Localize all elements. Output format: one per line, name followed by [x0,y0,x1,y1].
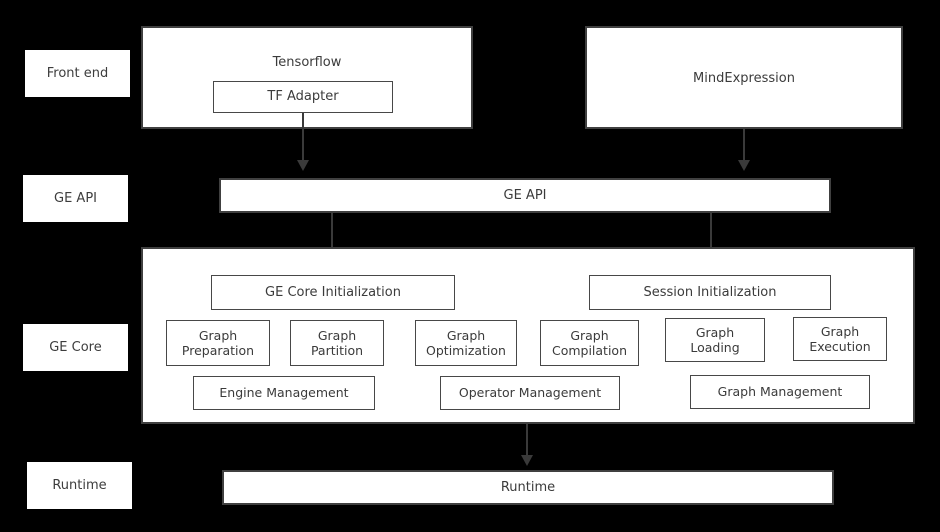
graph-compilation-label: Graph Compilation [551,327,628,358]
connector-tf-adapter-to-ge-api-head [297,160,309,171]
operator-management-box[interactable]: Operator Management [440,376,620,410]
graph-partition-label: Graph Partition [310,327,364,358]
runtime-bar[interactable]: Runtime [222,470,834,505]
graph-loading-label: Graph Loading [690,324,740,355]
tensorflow-title: Tensorflow [272,55,342,70]
stage-label-ge-api-text: GE API [54,190,97,206]
graph-management-label: Graph Management [717,384,843,400]
graph-management-box[interactable]: Graph Management [690,375,870,409]
graph-compilation-box[interactable]: Graph Compilation [540,320,639,366]
graph-optimization-label: Graph Optimization [426,327,506,358]
ge-api-bar-label: GE API [503,187,547,203]
ge-core-initialization-label: GE Core Initialization [265,284,401,300]
stage-label-front-end: Front end [25,50,130,97]
connector-mindexpression-to-ge-api-head [738,160,750,171]
stage-label-ge-api: GE API [23,175,128,222]
engine-management-label: Engine Management [219,385,349,401]
connector-tf-adapter-to-ge-api-line [302,113,304,162]
stage-label-ge-core-text: GE Core [49,339,102,355]
graph-optimization-box[interactable]: Graph Optimization [415,320,517,366]
stage-label-runtime-text: Runtime [52,477,107,493]
stage-label-runtime: Runtime [27,462,132,509]
tf-adapter-label: TF Adapter [267,89,339,105]
graph-preparation-box[interactable]: Graph Preparation [166,320,270,366]
graph-partition-box[interactable]: Graph Partition [290,320,384,366]
stage-label-front-end-text: Front end [46,65,109,81]
graph-execution-label: Graph Execution [809,323,871,354]
tensorflow-container [141,26,473,129]
ge-api-bar[interactable]: GE API [219,178,831,213]
connector-ge-core-to-runtime-head [521,455,533,466]
connector-mindexpression-to-ge-api-line [743,129,745,162]
tf-adapter-box[interactable]: TF Adapter [213,81,393,113]
graph-loading-box[interactable]: Graph Loading [665,318,765,362]
connector-ge-api-to-ge-core-init-line [331,213,333,265]
graph-execution-box[interactable]: Graph Execution [793,317,887,361]
engine-management-box[interactable]: Engine Management [193,376,375,410]
mindexpression-title: MindExpression [693,71,795,86]
runtime-bar-label: Runtime [500,479,556,495]
connector-ge-api-to-session-init-line [710,213,712,265]
operator-management-label: Operator Management [458,385,602,401]
connector-ge-core-to-runtime-line [526,424,528,462]
session-initialization-box[interactable]: Session Initialization [589,275,831,310]
graph-preparation-label: Graph Preparation [181,327,255,358]
stage-label-ge-core: GE Core [23,324,128,371]
mindexpression-container [585,26,903,129]
ge-core-initialization-box[interactable]: GE Core Initialization [211,275,455,310]
session-initialization-label: Session Initialization [643,284,777,300]
